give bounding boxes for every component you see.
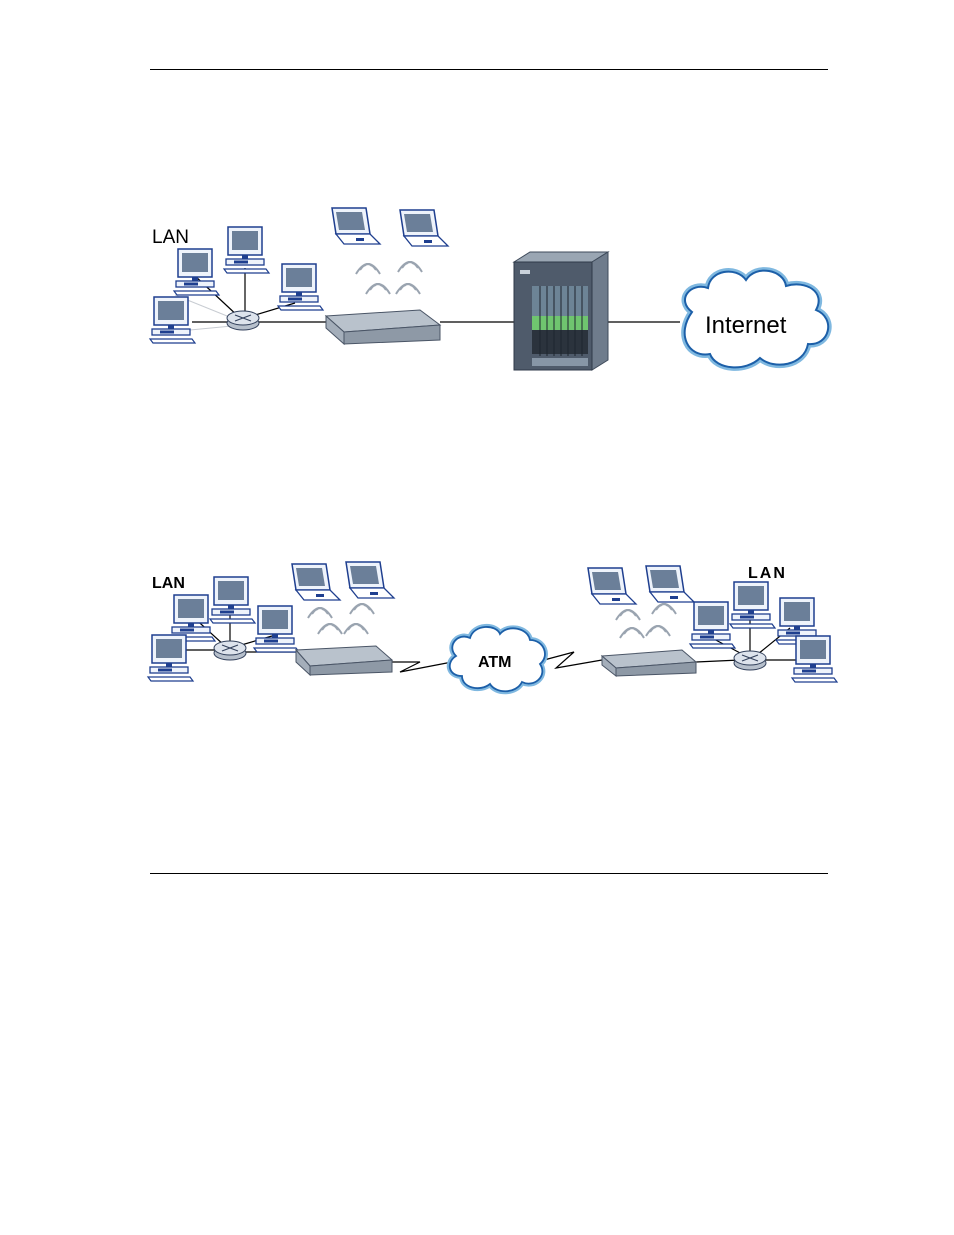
laptop-icon — [292, 564, 340, 600]
wireless-signal-icon — [620, 628, 644, 638]
atm-label: ATM — [478, 654, 511, 671]
wireless-signal-icon — [652, 604, 676, 614]
desktop-computer-icon — [150, 297, 195, 343]
hub-icon — [734, 651, 766, 670]
wireless-signal-icon — [646, 626, 670, 636]
desktop-computer-icon — [148, 635, 193, 681]
desktop-computer-icon — [174, 249, 219, 295]
desktop-computer-icon — [730, 582, 775, 628]
wireless-signal-icon — [350, 604, 374, 614]
wireless-signal-icon — [366, 284, 390, 294]
wireless-signal-icon — [396, 284, 420, 294]
hub-icon — [214, 641, 246, 660]
wireless-signal-icon — [318, 624, 342, 634]
diagram-1: LAN — [150, 208, 828, 370]
desktop-computer-icon — [278, 264, 323, 310]
desktop-computer-icon — [254, 606, 299, 652]
laptop-icon — [332, 208, 380, 244]
access-point-icon — [296, 646, 392, 675]
lan-label: LAN — [152, 227, 189, 248]
laptop-icon — [588, 568, 636, 604]
desktop-computer-icon — [170, 595, 215, 641]
laptop-icon — [646, 566, 694, 602]
wireless-signal-icon — [398, 262, 422, 272]
desktop-computer-icon — [690, 602, 735, 648]
desktop-computer-icon — [210, 577, 255, 623]
access-point-icon — [602, 650, 696, 676]
lan-left-label: LAN — [152, 575, 185, 592]
wireless-signal-icon — [616, 610, 640, 620]
laptop-icon — [346, 562, 394, 598]
internet-label: Internet — [705, 312, 787, 339]
lan-right-label: LAN — [748, 565, 787, 582]
wireless-signal-icon — [308, 608, 332, 618]
hub-icon — [227, 311, 259, 330]
desktop-computer-icon — [224, 227, 269, 273]
dslam-rack-icon — [514, 252, 608, 370]
wireless-signal-icon — [356, 264, 380, 274]
diagram-2: LAN LAN — [148, 562, 837, 691]
laptop-icon — [400, 210, 448, 246]
desktop-computer-icon — [792, 636, 837, 682]
wireless-signal-icon — [344, 624, 368, 634]
access-point-icon — [326, 310, 440, 344]
